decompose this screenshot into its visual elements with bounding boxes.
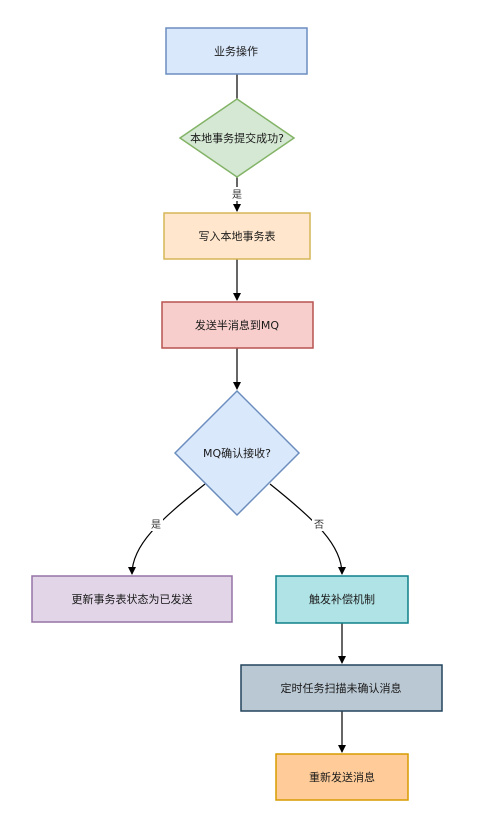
node-update-status: 更新事务表状态为已发送 (31, 575, 233, 623)
node-send-half-msg: 发送半消息到MQ (161, 301, 314, 349)
edge-label-mq-no: 否 (314, 519, 324, 531)
node-business-op-label: 业务操作 (214, 44, 258, 58)
node-write-tx-table-label: 写入本地事务表 (199, 229, 276, 243)
node-local-tx-decision: 本地事务提交成功? (178, 98, 296, 178)
node-write-tx-table-shape (163, 212, 311, 260)
node-resend-msg-label: 重新发送消息 (309, 770, 375, 784)
node-update-status-shape (31, 575, 233, 623)
node-local-tx-decision-label: 本地事务提交成功? (190, 131, 284, 145)
edge-labels: 是 是 否 (149, 187, 326, 531)
node-scan-unconfirmed: 定时任务扫描未确认消息 (240, 664, 443, 712)
node-send-half-msg-shape (161, 301, 314, 349)
node-scan-unconfirmed-shape (240, 664, 443, 712)
edge-label-mq-yes: 是 (151, 519, 161, 531)
node-trigger-compensation-shape (275, 575, 409, 624)
node-local-tx-decision-shape (178, 98, 296, 178)
node-business-op: 业务操作 (165, 27, 308, 75)
node-business-op-shape (165, 27, 308, 75)
edges (128, 74, 346, 753)
node-mq-ack-decision-label: MQ确认接收? (203, 446, 271, 460)
edge-label-local-yes: 是 (232, 189, 242, 201)
node-mq-ack-decision: MQ确认接收? (173, 389, 301, 517)
node-resend-msg: 重新发送消息 (275, 753, 409, 801)
edge-mq-decision-yes-to-update (128, 483, 206, 575)
node-trigger-compensation: 触发补偿机制 (275, 575, 409, 624)
node-send-half-msg-label: 发送半消息到MQ (195, 318, 279, 332)
node-scan-unconfirmed-label: 定时任务扫描未确认消息 (281, 681, 402, 695)
node-resend-msg-shape (275, 753, 409, 801)
node-update-status-label: 更新事务表状态为已发送 (72, 592, 193, 606)
node-write-tx-table: 写入本地事务表 (163, 212, 311, 260)
node-mq-ack-decision-shape (173, 389, 301, 517)
edge-mq-decision-no-to-compensation (269, 483, 346, 575)
node-trigger-compensation-label: 触发补偿机制 (309, 592, 375, 606)
